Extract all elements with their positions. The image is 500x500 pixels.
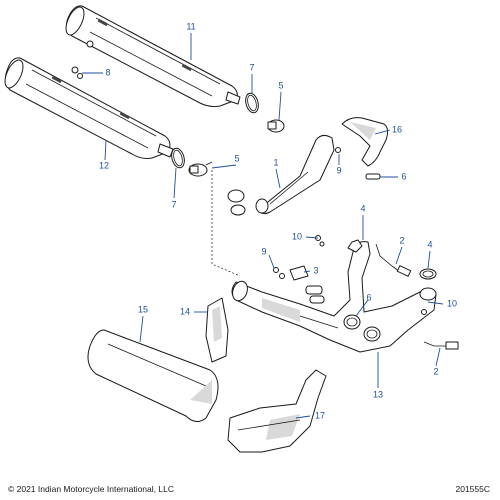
assembly-guide-line <box>211 170 241 277</box>
oxygen-sensor-bottom <box>423 341 459 350</box>
callout-11: 11 <box>186 21 195 31</box>
clamp-middle <box>188 161 213 177</box>
mount-hardware <box>71 40 94 79</box>
callout-14: 14 <box>180 306 190 316</box>
upper-muffler <box>65 5 241 108</box>
callout-labels: 11 8 7 5 16 12 5 1 9 6 7 4 10 2 4 9 3 6 … <box>99 21 457 420</box>
heat-shield-15 <box>87 329 219 422</box>
callout-5: 5 <box>234 153 239 163</box>
head-pipe-assembly <box>231 241 437 353</box>
heat-shield-upper <box>341 117 389 167</box>
gasket-top <box>347 239 363 253</box>
callout-13: 13 <box>373 389 383 399</box>
oxygen-sensor-top <box>375 243 412 277</box>
callout-7: 7 <box>249 62 254 72</box>
callout-10: 10 <box>292 231 302 241</box>
callout-3: 3 <box>313 265 318 275</box>
clamp-upper <box>267 119 285 133</box>
callout-4: 4 <box>360 203 365 213</box>
callout-17: 17 <box>315 410 325 420</box>
callout-8: 8 <box>105 67 110 77</box>
clamp-lower <box>227 189 246 216</box>
drawing-number: 201555C <box>455 484 490 494</box>
callout-6: 6 <box>366 292 371 302</box>
gasket-right <box>419 268 437 280</box>
callout-6: 6 <box>401 171 406 181</box>
small-fastener <box>335 147 381 180</box>
callout-9: 9 <box>261 246 266 256</box>
callout-1: 1 <box>273 157 278 167</box>
callout-4: 4 <box>427 239 432 249</box>
lower-muffler <box>4 57 174 159</box>
callout-5: 5 <box>278 80 283 90</box>
callout-12: 12 <box>99 160 109 170</box>
callout-9: 9 <box>336 165 341 175</box>
gasket-ring-upper <box>245 92 259 114</box>
gasket-ring-lower <box>171 147 185 169</box>
callout-7: 7 <box>171 199 176 209</box>
copyright-notice: © 2021 Indian Motorcycle International, … <box>8 484 174 494</box>
leader-lines <box>82 33 444 419</box>
mount-bracket <box>273 235 427 315</box>
crossover-pipe <box>255 134 335 215</box>
callout-2: 2 <box>433 366 438 376</box>
callout-16: 16 <box>392 124 402 134</box>
callout-2: 2 <box>399 235 404 245</box>
heat-shield-17 <box>227 369 327 453</box>
heat-shield-14 <box>205 297 229 363</box>
clamp-pair <box>305 285 381 342</box>
callout-15: 15 <box>138 304 148 314</box>
callout-10: 10 <box>447 298 457 308</box>
